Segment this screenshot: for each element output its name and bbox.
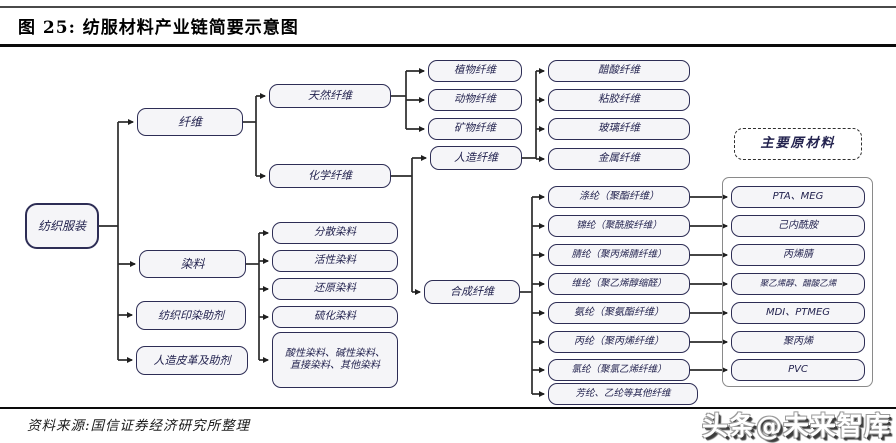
node-spandex: 氨纶（聚氨酯纤维） [548, 302, 690, 324]
node-dye: 染料 [139, 250, 246, 278]
footer-rule [0, 407, 896, 409]
node-other-fibers: 芳纶、乙纶等其他纤维 [548, 383, 698, 405]
node-polypropylene: 聚丙烯 [731, 331, 865, 353]
node-pva-vinyl-acetate: 聚乙烯醇、醋酸乙烯 [731, 273, 865, 295]
node-vinylon: 维纶（聚乙烯醇缩醛） [548, 273, 690, 295]
node-caprolactam: 己内酰胺 [731, 215, 865, 237]
node-mdi-ptmeg: MDI、PTMEG [731, 302, 865, 324]
node-nylon: 锦纶（聚酰胺纤维） [548, 215, 690, 237]
node-acetate-fiber: 醋酸纤维 [548, 60, 690, 82]
node-fiber: 纤维 [137, 108, 243, 136]
node-chemical-fiber: 化学纤维 [269, 164, 391, 188]
node-vat-dye: 还原染料 [272, 278, 398, 300]
node-metal-fiber: 金属纤维 [548, 148, 690, 170]
node-mineral-fiber: 矿物纤维 [428, 118, 522, 140]
node-manmade-fiber: 人造纤维 [430, 146, 522, 170]
node-acrylic: 腈纶（聚丙烯腈纤维） [548, 244, 690, 266]
watermark: 头条@未来智库 [701, 412, 891, 442]
node-glass-fiber: 玻璃纤维 [548, 118, 690, 140]
node-animal-fiber: 动物纤维 [428, 89, 522, 111]
node-pta-meg: PTA、MEG [731, 186, 865, 208]
source-note: 资料来源:国信证券经济研究所整理 [27, 418, 251, 434]
title-rule [0, 44, 896, 47]
node-plant-fiber: 植物纤维 [428, 60, 522, 82]
node-printing-dyeing-auxiliary: 纺织印染助剂 [136, 301, 246, 330]
node-polyester: 涤纶（聚酯纤维） [548, 186, 690, 208]
node-textile-apparel: 纺织服装 [25, 203, 99, 249]
node-polyvinylchloride-fiber: 氯纶（聚氯乙烯纤维） [548, 359, 690, 381]
node-sulfur-dye: 硫化染料 [272, 306, 398, 328]
node-acrylonitrile: 丙烯腈 [731, 244, 865, 266]
node-other-dyes: 酸性染料、碱性染料、直接染料、其他染料 [272, 332, 398, 388]
top-rule [0, 6, 896, 8]
node-synthetic-fiber: 合成纤维 [424, 280, 520, 304]
node-reactive-dye: 活性染料 [272, 250, 398, 272]
figure-title: 图 25: 纺服材料产业链简要示意图 [18, 18, 299, 38]
raw-materials-title: 主要原材料 [734, 128, 862, 160]
node-natural-fiber: 天然纤维 [269, 84, 391, 108]
node-artificial-leather: 人造皮革及助剂 [136, 346, 248, 375]
node-viscose-fiber: 粘胶纤维 [548, 89, 690, 111]
node-disperse-dye: 分散染料 [272, 222, 398, 244]
node-pvc: PVC [731, 359, 865, 381]
node-polypropylene-fiber: 丙纶（聚丙烯纤维） [548, 331, 690, 353]
